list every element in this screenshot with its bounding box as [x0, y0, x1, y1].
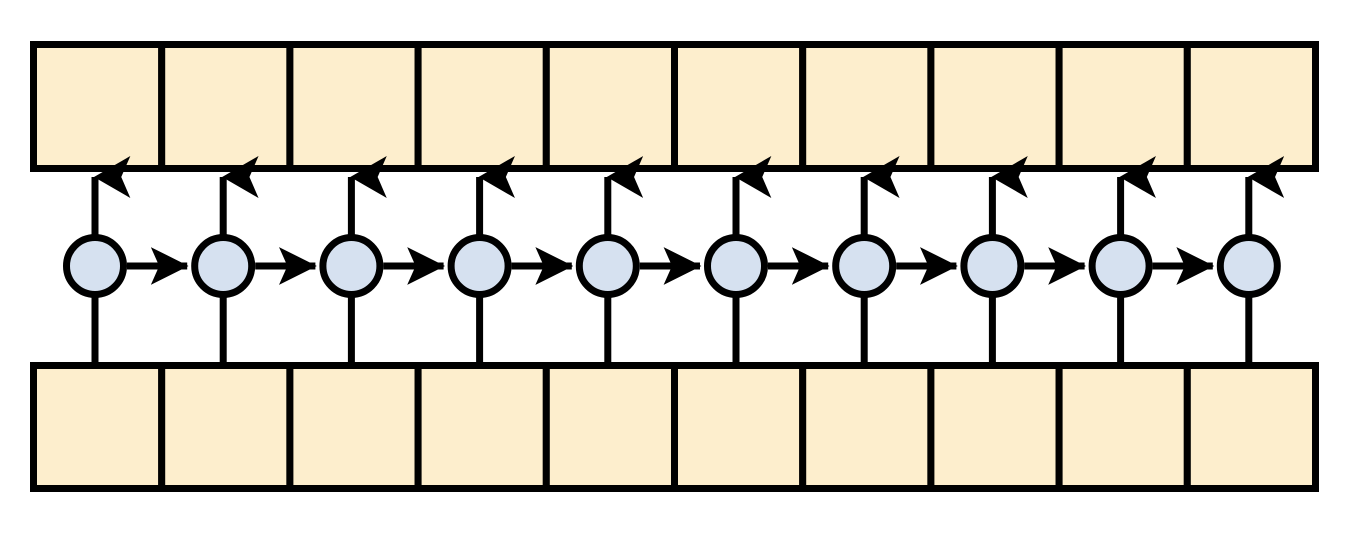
hidden-unit-7[interactable] — [960, 234, 1025, 298]
output-cell-5[interactable] — [671, 41, 807, 172]
output-cell-2[interactable] — [286, 41, 422, 172]
hidden-state-units — [63, 234, 1281, 298]
input-cell-8[interactable] — [1055, 362, 1191, 492]
hidden-unit-6[interactable] — [832, 234, 897, 298]
hidden-unit-3[interactable] — [447, 234, 512, 298]
hidden-unit-0[interactable] — [63, 234, 127, 298]
output-arrows — [91, 156, 1285, 242]
hidden-unit-8[interactable] — [1088, 234, 1153, 298]
input-cell-7[interactable] — [927, 362, 1063, 492]
output-cell-1[interactable] — [158, 41, 294, 172]
output-cell-6[interactable] — [799, 41, 935, 172]
output-cell-8[interactable] — [1055, 41, 1191, 172]
input-cell-0[interactable] — [30, 362, 166, 492]
input-cell-5[interactable] — [671, 362, 807, 492]
input-cell-1[interactable] — [158, 362, 294, 492]
output-cell-7[interactable] — [927, 41, 1063, 172]
input-cell-6[interactable] — [799, 362, 935, 492]
input-cell-3[interactable] — [414, 362, 550, 492]
hidden-unit-9[interactable] — [1216, 234, 1281, 298]
hidden-unit-5[interactable] — [704, 234, 768, 298]
output-cell-0[interactable] — [30, 41, 166, 172]
input-cell-4[interactable] — [542, 362, 678, 492]
input-sequence-row — [30, 362, 1320, 492]
hidden-unit-2[interactable] — [319, 234, 384, 298]
input-connection-lines — [91, 290, 1253, 366]
hidden-unit-1[interactable] — [191, 234, 256, 298]
output-sequence-row — [30, 41, 1320, 172]
output-cell-3[interactable] — [414, 41, 550, 172]
output-cell-4[interactable] — [542, 41, 678, 172]
input-cell-2[interactable] — [286, 362, 422, 492]
output-cell-9[interactable] — [1183, 41, 1320, 172]
input-cell-9[interactable] — [1183, 362, 1320, 492]
hidden-unit-4[interactable] — [575, 234, 640, 298]
